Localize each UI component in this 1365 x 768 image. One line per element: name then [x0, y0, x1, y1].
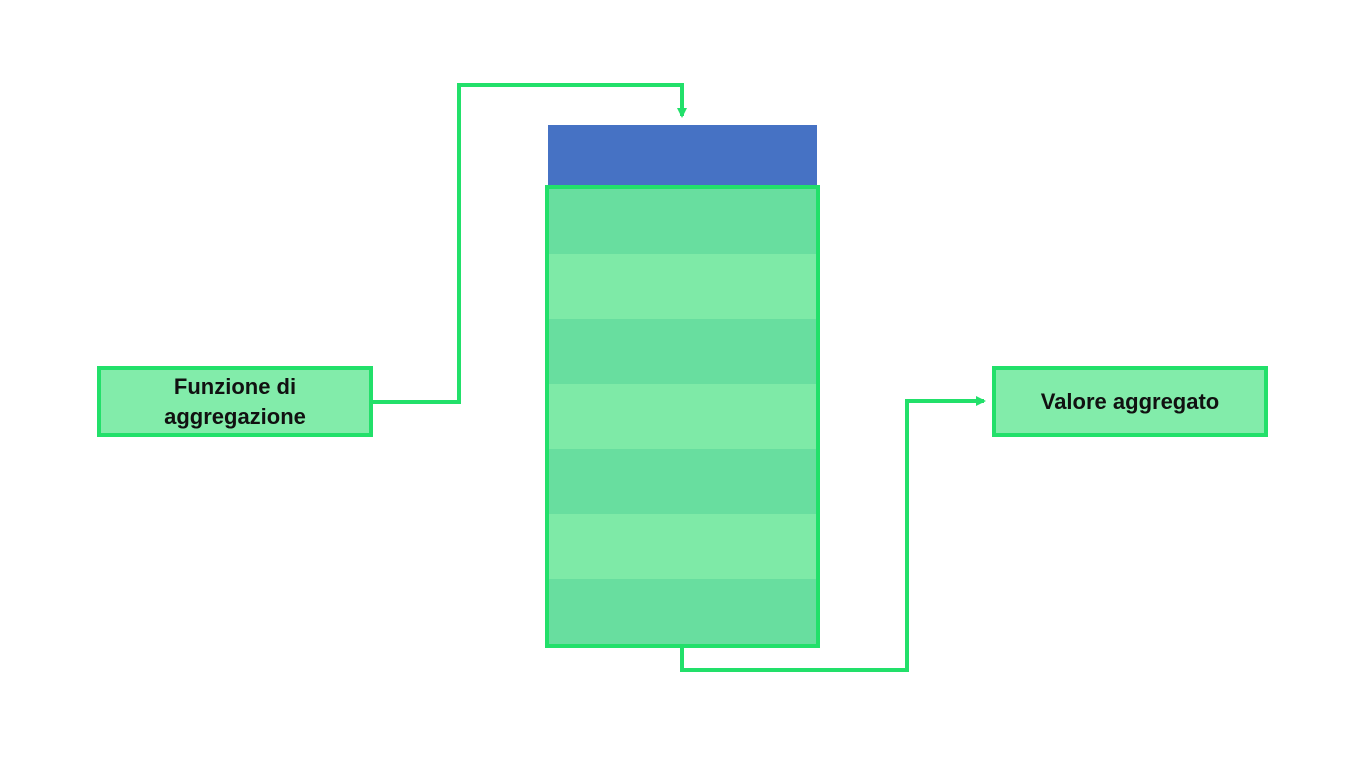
- aggregated-value-box: Valore aggregato: [992, 366, 1268, 437]
- table-row: [549, 449, 816, 515]
- table-row: [549, 319, 816, 385]
- aggregation-function-box: Funzione di aggregazione: [97, 366, 373, 437]
- table-row: [549, 189, 816, 255]
- table-rows: [549, 189, 816, 645]
- input-connector-arrow: [373, 83, 687, 404]
- aggregated-value-label: Valore aggregato: [1040, 388, 1220, 414]
- table-row: [549, 384, 816, 450]
- table-row: [549, 254, 816, 320]
- table-row: [549, 579, 816, 645]
- aggregation-function-label: Funzione di aggregazione: [164, 373, 306, 429]
- table-header: [548, 125, 817, 187]
- table-row: [549, 514, 816, 580]
- output-connector-arrow: [680, 396, 986, 672]
